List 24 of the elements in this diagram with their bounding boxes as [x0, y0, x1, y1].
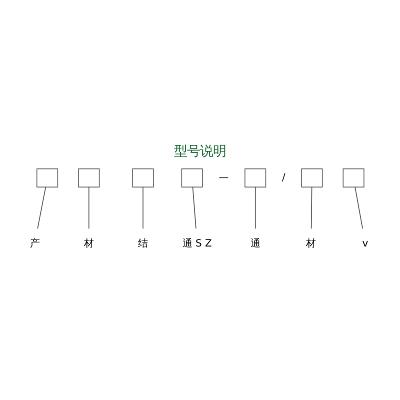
connector	[192, 186, 196, 230]
connector	[142, 186, 144, 230]
node-text: v	[362, 238, 368, 250]
node-box	[36, 168, 58, 188]
connector	[254, 186, 256, 230]
node-box	[181, 168, 203, 188]
diagram-title: 型号说明	[174, 144, 226, 160]
node-text: 通	[250, 238, 260, 250]
node-text: 结	[138, 238, 148, 250]
node-text: 通 S Z	[182, 238, 212, 250]
label: /	[282, 172, 286, 184]
node-box	[78, 168, 100, 188]
connector	[88, 186, 90, 230]
node-box	[132, 168, 154, 188]
node-text: 材	[306, 238, 316, 250]
node-box	[301, 168, 323, 188]
label: —	[218, 172, 229, 184]
node-text: 产	[30, 238, 40, 250]
connector	[37, 186, 46, 230]
node-text: 材	[84, 238, 94, 250]
connector	[310, 186, 312, 230]
connector	[354, 186, 364, 230]
node-box	[342, 168, 364, 188]
node-box	[244, 168, 266, 188]
